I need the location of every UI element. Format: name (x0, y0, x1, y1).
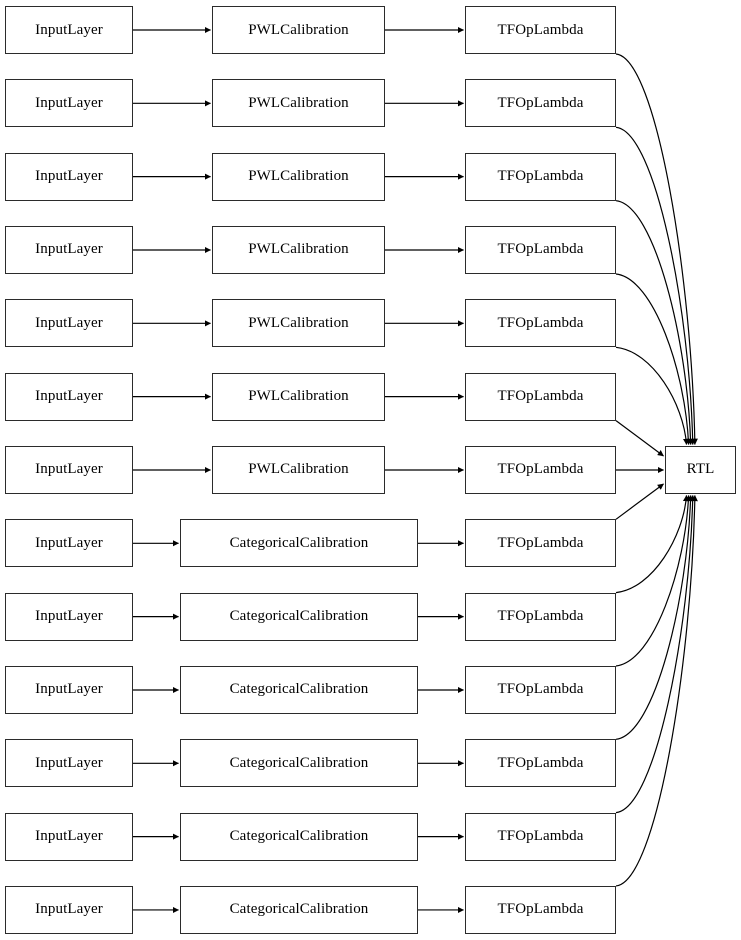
node-input-layer-0[interactable]: InputLayer (5, 6, 133, 54)
node-label: TFOpLambda (497, 94, 584, 111)
node-input-layer-7[interactable]: InputLayer (5, 519, 133, 568)
node-label: PWLCalibration (248, 461, 349, 478)
node-label: TFOpLambda (497, 168, 584, 185)
node-label: TFOpLambda (497, 828, 584, 845)
node-label: InputLayer (35, 608, 103, 625)
node-tf-op-lambda-6[interactable]: TFOpLambda (465, 445, 616, 494)
node-label: InputLayer (35, 241, 103, 258)
node-input-layer-4[interactable]: InputLayer (5, 299, 133, 348)
node-tf-op-lambda-5[interactable]: TFOpLambda (465, 372, 616, 421)
node-pwl-calibration-4[interactable]: PWLCalibration (212, 299, 385, 348)
node-input-layer-9[interactable]: InputLayer (5, 665, 133, 714)
node-categorical-calibration-12[interactable]: CategoricalCalibration (180, 885, 418, 934)
node-label: PWLCalibration (248, 314, 349, 331)
node-input-layer-2[interactable]: InputLayer (5, 152, 133, 201)
node-label: InputLayer (35, 754, 103, 771)
node-label: TFOpLambda (497, 388, 584, 405)
node-input-layer-6[interactable]: InputLayer (5, 445, 133, 494)
node-label: CategoricalCalibration (229, 534, 369, 551)
node-label: TFOpLambda (497, 681, 584, 698)
node-output-rtl[interactable]: RTL (665, 445, 736, 494)
node-input-layer-8[interactable]: InputLayer (5, 592, 133, 641)
node-tf-op-lambda-12[interactable]: TFOpLambda (465, 885, 616, 934)
node-pwl-calibration-0[interactable]: PWLCalibration (212, 6, 385, 54)
edge-lambda-to-rtl-11 (615, 494, 696, 814)
node-tf-op-lambda-4[interactable]: TFOpLambda (465, 299, 616, 348)
node-label: PWLCalibration (248, 168, 349, 185)
node-label: TFOpLambda (497, 21, 584, 38)
edge-lambda-to-rtl-1 (615, 126, 696, 445)
node-tf-op-lambda-9[interactable]: TFOpLambda (465, 665, 616, 714)
node-label: InputLayer (35, 681, 103, 698)
edge-lambda-to-rtl-4 (615, 346, 690, 445)
node-categorical-calibration-11[interactable]: CategoricalCalibration (180, 812, 418, 861)
node-label: InputLayer (35, 314, 103, 331)
node-pwl-calibration-1[interactable]: PWLCalibration (212, 79, 385, 128)
node-pwl-calibration-6[interactable]: PWLCalibration (212, 445, 385, 494)
node-label: CategoricalCalibration (229, 901, 369, 918)
edge-lambda-to-rtl-0 (615, 53, 698, 445)
node-label: TFOpLambda (497, 241, 584, 258)
node-label: InputLayer (35, 94, 103, 111)
node-label: TFOpLambda (497, 901, 584, 918)
node-label: CategoricalCalibration (229, 681, 369, 698)
node-input-layer-5[interactable]: InputLayer (5, 372, 133, 421)
node-label: InputLayer (35, 828, 103, 845)
edge-lambda-to-rtl-12 (615, 494, 698, 887)
node-tf-op-lambda-1[interactable]: TFOpLambda (465, 79, 616, 128)
node-tf-op-lambda-7[interactable]: TFOpLambda (465, 519, 616, 568)
node-label: InputLayer (35, 168, 103, 185)
edge-lambda-to-rtl-3 (615, 273, 692, 445)
node-input-layer-10[interactable]: InputLayer (5, 739, 133, 788)
node-categorical-calibration-9[interactable]: CategoricalCalibration (180, 665, 418, 714)
node-label: PWLCalibration (248, 21, 349, 38)
node-input-layer-11[interactable]: InputLayer (5, 812, 133, 861)
node-pwl-calibration-5[interactable]: PWLCalibration (212, 372, 385, 421)
node-label: TFOpLambda (497, 608, 584, 625)
node-label: InputLayer (35, 534, 103, 551)
node-label: TFOpLambda (497, 754, 584, 771)
node-label: CategoricalCalibration (229, 754, 369, 771)
node-tf-op-lambda-10[interactable]: TFOpLambda (465, 739, 616, 788)
node-label: InputLayer (35, 461, 103, 478)
node-label: InputLayer (35, 21, 103, 38)
edge-lambda-to-rtl-8 (615, 494, 690, 594)
node-tf-op-lambda-11[interactable]: TFOpLambda (465, 812, 616, 861)
node-label: CategoricalCalibration (229, 608, 369, 625)
node-label: InputLayer (35, 388, 103, 405)
node-label: TFOpLambda (497, 314, 584, 331)
node-pwl-calibration-2[interactable]: PWLCalibration (212, 152, 385, 201)
node-label: PWLCalibration (248, 388, 349, 405)
edge-lambda-to-rtl-5 (615, 420, 664, 457)
node-label: PWLCalibration (248, 94, 349, 111)
node-label: RTL (686, 461, 715, 478)
node-categorical-calibration-7[interactable]: CategoricalCalibration (180, 519, 418, 568)
node-tf-op-lambda-8[interactable]: TFOpLambda (465, 592, 616, 641)
node-label: TFOpLambda (497, 461, 584, 478)
node-categorical-calibration-8[interactable]: CategoricalCalibration (180, 592, 418, 641)
node-tf-op-lambda-3[interactable]: TFOpLambda (465, 225, 616, 274)
edge-lambda-to-rtl-2 (615, 200, 694, 445)
node-categorical-calibration-10[interactable]: CategoricalCalibration (180, 739, 418, 788)
node-input-layer-12[interactable]: InputLayer (5, 885, 133, 934)
edge-lambda-to-rtl-10 (615, 494, 694, 740)
node-label: TFOpLambda (497, 534, 584, 551)
node-tf-op-lambda-2[interactable]: TFOpLambda (465, 152, 616, 201)
node-input-layer-3[interactable]: InputLayer (5, 225, 133, 274)
node-label: CategoricalCalibration (229, 828, 369, 845)
node-label: PWLCalibration (248, 241, 349, 258)
node-pwl-calibration-3[interactable]: PWLCalibration (212, 225, 385, 274)
node-label: InputLayer (35, 901, 103, 918)
edge-lambda-to-rtl-7 (615, 483, 664, 520)
node-tf-op-lambda-0[interactable]: TFOpLambda (465, 6, 616, 54)
edge-lambda-to-rtl-9 (615, 494, 692, 667)
node-input-layer-1[interactable]: InputLayer (5, 79, 133, 128)
